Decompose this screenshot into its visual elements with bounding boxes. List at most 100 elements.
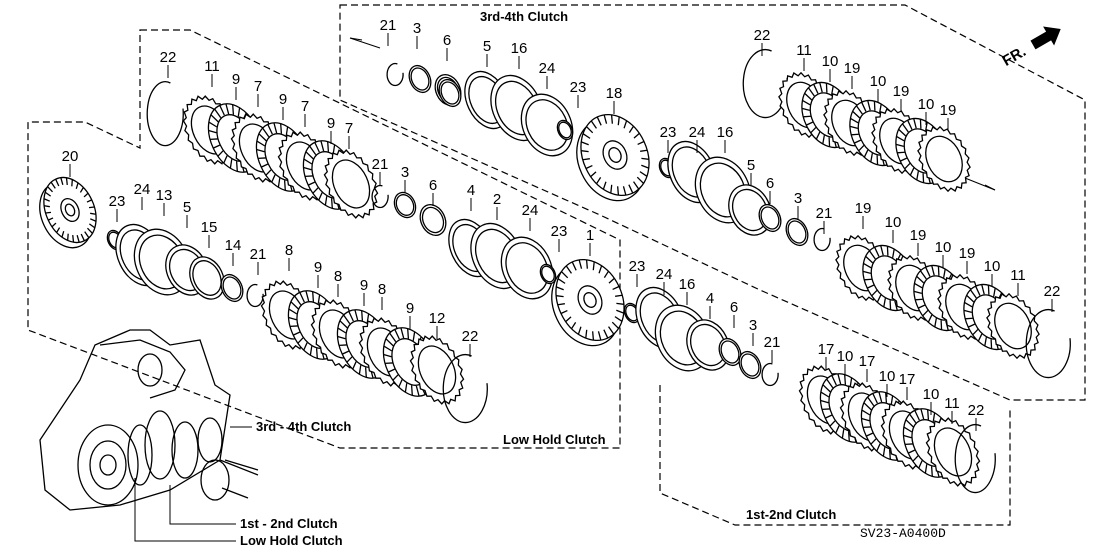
- callout-8: 8: [334, 268, 342, 297]
- spring-6: [758, 203, 782, 233]
- snap-ring-22: [146, 81, 184, 147]
- callout-7: 7: [345, 120, 353, 149]
- callout-6: 6: [730, 299, 738, 328]
- callout-10: 10: [837, 348, 853, 377]
- callout-number: 24: [539, 60, 556, 77]
- callout-7: 7: [301, 98, 309, 127]
- callout-number: 17: [818, 341, 835, 358]
- callout-number: 5: [483, 38, 491, 55]
- callout-16: 16: [511, 40, 528, 69]
- callout-8: 8: [378, 281, 386, 310]
- callout-9: 9: [327, 115, 335, 144]
- box-title-low-hold: Low Hold Clutch: [503, 432, 606, 447]
- callout-number: 19: [855, 200, 872, 217]
- clutch-drum-20: [39, 176, 97, 249]
- callout-21: 21: [380, 17, 397, 46]
- callout-3: 3: [794, 190, 802, 219]
- callout-6: 6: [429, 177, 437, 206]
- callout-10: 10: [822, 53, 839, 82]
- callout-number: 10: [984, 258, 1001, 275]
- spring-6b: [438, 78, 462, 108]
- callout-6: 6: [766, 175, 774, 204]
- callout-10: 10: [923, 386, 940, 415]
- callout-number: 10: [935, 239, 952, 256]
- end-plate-12: [409, 335, 465, 405]
- callout-1: 1: [586, 227, 594, 256]
- callout-number: 22: [1044, 283, 1061, 300]
- inset-label-1st-2nd: 1st - 2nd Clutch: [240, 516, 338, 531]
- callout-11: 11: [796, 42, 812, 71]
- callout-number: 7: [345, 120, 353, 137]
- callout-number: 13: [156, 187, 173, 204]
- inset-leaders: [134, 426, 252, 542]
- callout-11: 11: [1010, 267, 1026, 296]
- callout-22: 22: [1044, 283, 1061, 312]
- callout-number: 11: [204, 58, 220, 75]
- callout-16: 16: [717, 124, 734, 153]
- callout-8: 8: [285, 242, 293, 271]
- callout-22: 22: [754, 27, 770, 56]
- callout-number: 24: [522, 202, 539, 219]
- callout-number: 16: [679, 276, 696, 293]
- callout-19: 19: [893, 83, 909, 112]
- transmission-inset: [39, 329, 259, 511]
- callout-number: 10: [822, 53, 839, 70]
- callout-number: 14: [225, 237, 242, 254]
- callout-20: 20: [62, 148, 78, 177]
- callout-18: 18: [606, 85, 622, 114]
- ring-4: [686, 319, 730, 371]
- bearing-3: [738, 350, 762, 380]
- callout-number: 23: [660, 124, 677, 141]
- callout-number: 22: [462, 328, 479, 345]
- callout-9: 9: [314, 259, 322, 288]
- o-ring-24: [520, 93, 574, 157]
- bearing-3: [393, 191, 417, 219]
- callout-24: 24: [522, 202, 539, 231]
- callout-number: 12: [429, 310, 446, 327]
- callout-number: 10: [918, 96, 935, 113]
- callout-number: 3: [401, 164, 409, 181]
- callout-number: 21: [372, 156, 389, 173]
- callout-17: 17: [859, 353, 875, 382]
- callout-number: 16: [511, 40, 528, 57]
- box-low-hold-clutch: Low Hold Clutch: [27, 29, 621, 449]
- callout-17: 17: [899, 371, 916, 400]
- callout-number: 21: [380, 17, 397, 34]
- callout-number: 8: [285, 242, 293, 259]
- callout-19: 19: [910, 227, 926, 256]
- callout-number: 10: [923, 386, 940, 403]
- callout-number: 4: [467, 182, 475, 199]
- callout-24: 24: [656, 266, 672, 295]
- callout-6: 6: [443, 32, 451, 61]
- callout-number: 6: [443, 32, 451, 49]
- callout-number: 19: [940, 102, 957, 119]
- callout-number: 23: [551, 223, 568, 240]
- callout-number: 8: [378, 281, 386, 298]
- callout-5: 5: [483, 38, 491, 67]
- callout-number: 3: [413, 20, 421, 37]
- callout-11: 11: [204, 58, 220, 87]
- callout-23: 23: [551, 223, 568, 252]
- callout-number: 24: [689, 124, 706, 141]
- snap-ring-21: [386, 62, 404, 87]
- callout-5: 5: [747, 157, 755, 186]
- bearing-3: [408, 64, 432, 94]
- callout-23: 23: [629, 258, 645, 287]
- callout-number: 9: [406, 300, 414, 317]
- callout-number: 21: [764, 334, 781, 351]
- callout-number: 17: [899, 371, 916, 388]
- callout-10: 10: [870, 73, 886, 102]
- callout-10: 10: [918, 96, 935, 125]
- callout-number: 16: [717, 124, 734, 141]
- callout-21: 21: [816, 205, 832, 234]
- bearing-14: [220, 273, 244, 303]
- callout-4: 4: [467, 182, 475, 211]
- callout-21: 21: [372, 156, 389, 185]
- clutch-plate-7: [323, 149, 379, 219]
- box-title-3rd-4th: 3rd-4th Clutch: [480, 9, 568, 24]
- callout-number: 22: [160, 49, 177, 66]
- callout-number: 2: [493, 191, 501, 208]
- callout-number: 5: [183, 199, 191, 216]
